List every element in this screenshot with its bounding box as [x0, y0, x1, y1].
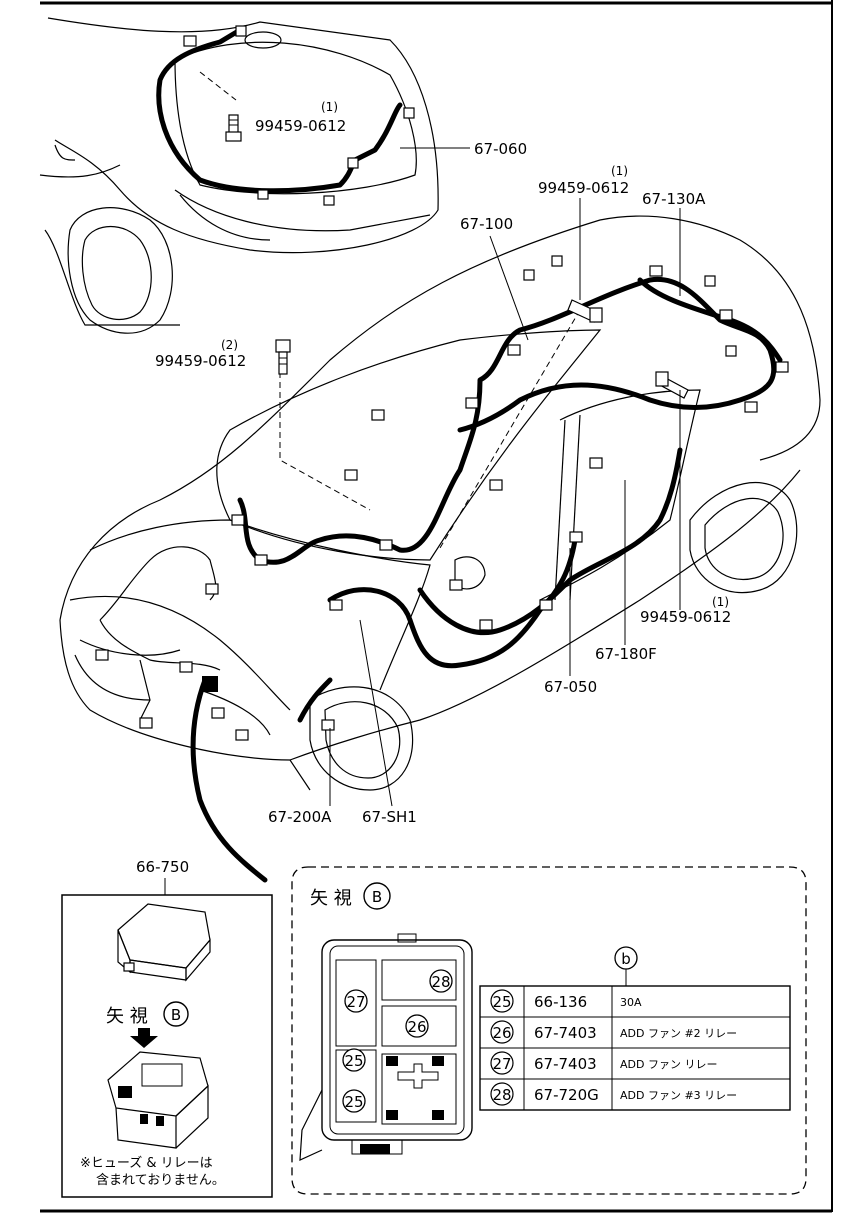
inset-right-view-label: 矢 視	[310, 888, 352, 909]
bolt-right-label: 99459-0612	[640, 608, 731, 626]
connector	[323, 195, 335, 206]
slot-marker	[344, 989, 368, 1013]
slot-marker	[342, 1048, 366, 1072]
inset-left-note-line2: 含まれておりません。	[96, 1172, 225, 1188]
table-row: 25 66-136 30A	[490, 989, 642, 1013]
bolt-top-label: 99459-0612	[255, 117, 346, 135]
view-marker-circle	[363, 882, 391, 910]
row-desc: ADD ファン リレー	[620, 1058, 717, 1071]
inset-left-view-label: 矢 視	[106, 1006, 148, 1027]
table-marker: b	[621, 950, 631, 968]
leader-dashed	[439, 309, 581, 549]
harness-67-100	[237, 276, 777, 565]
row-desc: 30A	[620, 996, 642, 1009]
leader	[359, 619, 393, 807]
part-67-100-label: 67-100	[460, 215, 513, 233]
connector	[183, 35, 197, 47]
relay-table: 25 66-136 30A 26 67-7403 ADD ファン #2 リレー …	[479, 985, 791, 1111]
leader-dashed	[199, 71, 237, 101]
leader	[489, 235, 529, 341]
connector	[257, 189, 269, 200]
harness-67-130A	[637, 277, 783, 363]
bolt-left-label: 99459-0612	[155, 352, 246, 370]
bolt-icon	[225, 114, 242, 142]
connector	[347, 157, 359, 169]
bolt-mid-label: 99459-0612	[538, 179, 629, 197]
row-part: 67-720G	[534, 1086, 599, 1104]
harness-67-SH1	[297, 677, 333, 723]
connector	[403, 107, 415, 119]
slot-label: 25	[344, 1052, 363, 1070]
bolt-right-qty: (1)	[712, 595, 729, 609]
connectors-main	[95, 255, 789, 741]
part-67-060-label: 67-060	[474, 140, 527, 158]
row-num: 25	[492, 993, 511, 1011]
harness-to-relay-box	[190, 677, 268, 883]
table-row: 26 67-7403 ADD ファン #2 リレー	[490, 1020, 737, 1044]
harness-67-060	[156, 27, 403, 194]
row-num: 27	[492, 1055, 511, 1073]
view-marker-circle	[163, 1001, 189, 1027]
part-67-200A-label: 67-200A	[268, 808, 332, 826]
bolt-top-qty: (1)	[321, 100, 338, 114]
rear-car-drawing	[39, 17, 439, 334]
row-num: 28	[492, 1086, 511, 1104]
table-row: 28 67-720G ADD ファン #3 リレー	[490, 1082, 737, 1106]
inset-left-note-line1: ※ヒューズ & リレーは	[80, 1155, 213, 1171]
slot-label: 26	[407, 1018, 426, 1036]
row-desc: ADD ファン #2 リレー	[620, 1027, 737, 1040]
bolt-icon	[655, 371, 689, 399]
part-66-750-label: 66-750	[136, 858, 189, 876]
slot-marker	[405, 1014, 429, 1038]
bolt-mid-qty: (1)	[611, 164, 628, 178]
row-part: 67-7403	[534, 1055, 597, 1073]
row-part: 66-136	[534, 993, 587, 1011]
part-67-050-label: 67-050	[544, 678, 597, 696]
row-desc: ADD ファン #3 リレー	[620, 1089, 737, 1102]
row-num: 26	[492, 1024, 511, 1042]
inset-right-frame	[291, 866, 807, 1195]
slot-label: 25	[344, 1093, 363, 1111]
row-part: 67-7403	[534, 1024, 597, 1042]
inset-left-view-marker: B	[171, 1006, 181, 1024]
slot-label: 28	[431, 973, 450, 991]
part-67-SH1-label: 67-SH1	[362, 808, 417, 826]
slot-marker	[342, 1089, 366, 1113]
bolt-icon	[567, 299, 603, 323]
relay-box-plan-drawing	[299, 933, 473, 1161]
arrow-down-icon	[130, 1028, 158, 1048]
bolt-left-qty: (2)	[221, 338, 238, 352]
relay-box-base-drawing	[107, 1051, 209, 1149]
slot-label: 27	[346, 993, 365, 1011]
relay-box-cover-drawing	[117, 903, 211, 982]
connector	[235, 25, 247, 37]
part-67-180F-label: 67-180F	[595, 645, 657, 663]
bolt-icon	[275, 339, 291, 375]
inset-left-frame	[61, 894, 273, 1198]
slot-marker	[429, 969, 453, 993]
part-67-130A-label: 67-130A	[642, 190, 706, 208]
harness-engine-bay	[99, 546, 221, 721]
leader-dashed	[279, 372, 371, 511]
main-car-drawing	[59, 215, 821, 791]
inset-right-view-marker: B	[372, 888, 382, 906]
table-row: 27 67-7403 ADD ファン リレー	[490, 1051, 717, 1075]
harness-67-050	[327, 537, 578, 669]
